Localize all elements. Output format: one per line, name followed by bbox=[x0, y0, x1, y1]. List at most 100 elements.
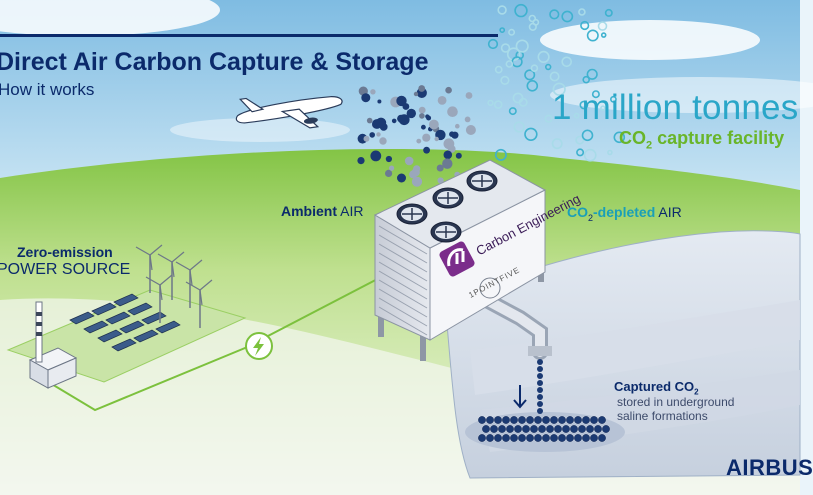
air-molecule bbox=[429, 119, 439, 130]
ambient-air-molecules bbox=[357, 85, 476, 187]
depleted-molecule bbox=[515, 39, 529, 53]
solar-panels bbox=[69, 293, 181, 352]
pipe-molecule bbox=[537, 359, 543, 365]
solar-panel bbox=[111, 338, 137, 352]
air-molecule bbox=[436, 164, 444, 172]
pipe-molecule bbox=[537, 366, 543, 372]
depleted-molecule bbox=[487, 38, 499, 50]
stored-molecule bbox=[482, 425, 490, 433]
stored-molecule bbox=[486, 434, 494, 442]
depleted-air-molecules bbox=[487, 3, 626, 162]
electricity-icon bbox=[245, 332, 273, 360]
captured-co2-prefix: Captured CO bbox=[614, 379, 695, 394]
power-source-subtitle: POWER SOURCE bbox=[0, 261, 131, 278]
partner-logo-ring bbox=[479, 277, 501, 299]
stored-molecule bbox=[514, 425, 522, 433]
turbine-blade bbox=[185, 281, 201, 291]
depleted-molecule bbox=[537, 50, 550, 64]
depleted-molecule bbox=[586, 29, 599, 42]
stored-molecule bbox=[478, 434, 486, 442]
air-molecule bbox=[357, 157, 365, 165]
air-molecule bbox=[411, 176, 423, 187]
louver bbox=[378, 288, 428, 318]
stored-molecule bbox=[566, 434, 574, 442]
pipe-molecule bbox=[537, 408, 543, 414]
stored-molecule bbox=[494, 434, 502, 442]
stored-molecule bbox=[534, 416, 542, 424]
stored-molecule bbox=[502, 416, 510, 424]
turbine-blade bbox=[135, 246, 151, 256]
solar-panel bbox=[119, 320, 145, 334]
company-logo: AIRBUS bbox=[726, 455, 813, 480]
stored-molecule bbox=[590, 416, 598, 424]
stored-molecule bbox=[522, 425, 530, 433]
stored-molecule bbox=[582, 434, 590, 442]
ambient-air-label: Ambient AIR bbox=[281, 203, 363, 219]
descending-co2-molecules bbox=[537, 359, 543, 414]
stored-molecule bbox=[602, 425, 610, 433]
air-molecule bbox=[449, 131, 455, 137]
depleted-molecule bbox=[583, 148, 597, 162]
depleted-molecule bbox=[561, 10, 574, 23]
depleted-molecule bbox=[613, 131, 626, 144]
depleted-molecule bbox=[552, 82, 566, 96]
carbon-engineering-logo bbox=[439, 241, 475, 277]
airplane-icon bbox=[235, 96, 343, 129]
air-molecule bbox=[445, 86, 452, 94]
captured-co2-description: stored in underground saline formations bbox=[617, 395, 735, 423]
depleted-molecule bbox=[500, 75, 510, 85]
rock-layer bbox=[470, 300, 800, 395]
stored-molecule bbox=[494, 416, 502, 424]
depleted-molecule bbox=[561, 56, 573, 68]
louver bbox=[378, 243, 428, 273]
louver bbox=[378, 297, 428, 327]
turbine-blade bbox=[189, 269, 193, 286]
turbine-blade bbox=[189, 259, 203, 271]
depleted-molecule bbox=[576, 148, 585, 157]
air-molecule bbox=[419, 113, 425, 119]
stored-molecule bbox=[530, 425, 538, 433]
depleted-molecule bbox=[582, 75, 591, 84]
air-molecule bbox=[361, 93, 371, 103]
air-molecule bbox=[375, 117, 387, 128]
stored-molecule bbox=[594, 425, 602, 433]
depleted-molecule bbox=[494, 65, 503, 74]
stored-molecule bbox=[558, 434, 566, 442]
stored-molecule bbox=[578, 425, 586, 433]
stored-molecule bbox=[554, 425, 562, 433]
stored-molecule bbox=[506, 425, 514, 433]
pipe-molecule bbox=[537, 401, 543, 407]
air-molecule bbox=[413, 91, 419, 97]
depleted-molecule bbox=[499, 27, 506, 33]
depleted-molecule bbox=[514, 3, 528, 18]
air-molecule bbox=[442, 158, 453, 169]
stored-molecule bbox=[526, 434, 534, 442]
depleted-molecule bbox=[607, 149, 613, 156]
depleted-air-rest: AIR bbox=[655, 204, 682, 220]
depleted-molecule bbox=[494, 148, 507, 161]
depleted-molecule bbox=[505, 60, 514, 68]
power-source-title: Zero-emission bbox=[17, 244, 113, 260]
depleted-molecule bbox=[586, 68, 598, 80]
depleted-molecule bbox=[497, 5, 507, 15]
fan-icon bbox=[396, 170, 498, 243]
pipe-molecule bbox=[537, 380, 543, 386]
stored-molecule bbox=[550, 434, 558, 442]
depleted-air-sub: 2 bbox=[588, 212, 594, 223]
stored-molecule bbox=[598, 416, 606, 424]
depleted-molecule bbox=[597, 21, 608, 31]
capacity-label-suffix: capture facility bbox=[652, 128, 785, 148]
air-molecule bbox=[418, 106, 426, 114]
air-molecule bbox=[398, 114, 410, 126]
depleted-molecule bbox=[544, 63, 552, 71]
depleted-molecule bbox=[604, 8, 613, 17]
air-molecule bbox=[465, 92, 473, 99]
louver bbox=[378, 252, 428, 282]
stored-molecule bbox=[562, 425, 570, 433]
air-molecule bbox=[423, 146, 430, 154]
stored-molecule bbox=[546, 425, 554, 433]
depleted-molecule bbox=[600, 105, 606, 111]
depleted-molecule bbox=[578, 8, 586, 16]
stored-molecule bbox=[574, 434, 582, 442]
turbine-blade bbox=[149, 244, 163, 256]
